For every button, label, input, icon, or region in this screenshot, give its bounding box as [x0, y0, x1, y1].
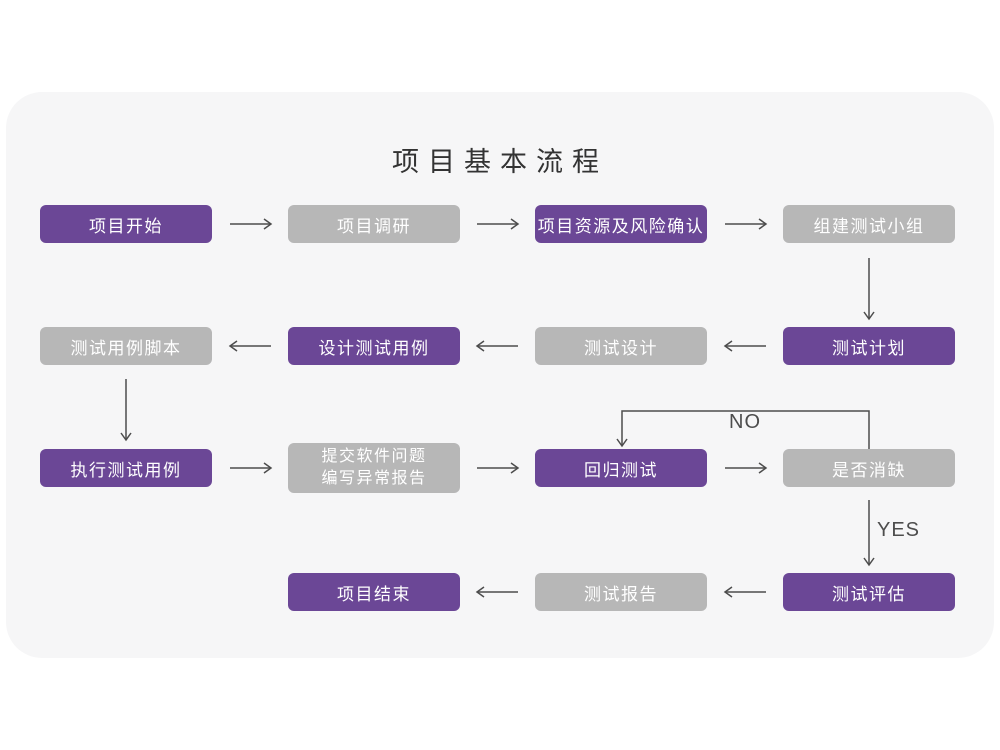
flowchart-panel	[6, 92, 994, 658]
node-project-start: 项目开始	[40, 205, 212, 243]
diagram-title: 项目基本流程	[392, 147, 608, 177]
node-submit-issue-report: 提交软件问题 编写异常报告	[288, 443, 460, 493]
node-test-design: 测试设计	[535, 327, 707, 365]
node-resource-risk-confirm: 项目资源及风险确认	[535, 205, 707, 243]
node-test-evaluation: 测试评估	[783, 573, 955, 611]
node-test-report: 测试报告	[535, 573, 707, 611]
no-branch-label: NO	[729, 411, 761, 433]
yes-branch-label: YES	[877, 519, 921, 541]
node-regression-test: 回归测试	[535, 449, 707, 487]
node-build-test-team: 组建测试小组	[783, 205, 955, 243]
node-execute-test-cases: 执行测试用例	[40, 449, 212, 487]
node-project-research: 项目调研	[288, 205, 460, 243]
node-defect-cleared-decision: 是否消缺	[783, 449, 955, 487]
node-test-case-scripts: 测试用例脚本	[40, 327, 212, 365]
node-project-end: 项目结束	[288, 573, 460, 611]
node-design-test-cases: 设计测试用例	[288, 327, 460, 365]
node-test-plan: 测试计划	[783, 327, 955, 365]
